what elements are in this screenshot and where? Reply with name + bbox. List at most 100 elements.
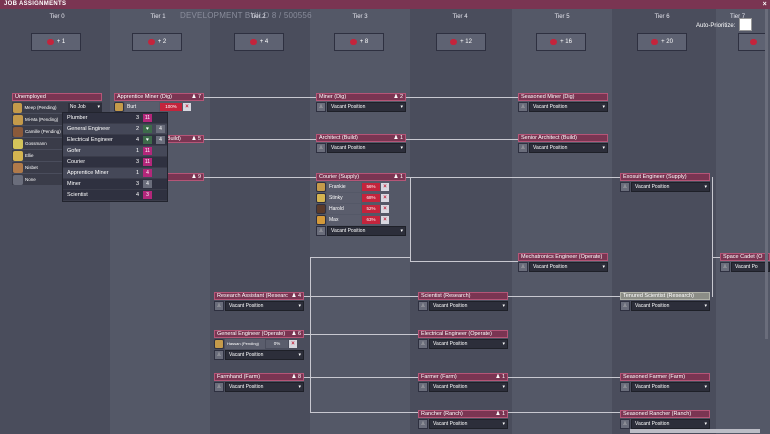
dev-build-label: DEVELOPMENT BUILD 8 / 500556 — [180, 11, 312, 20]
assign-dropdown[interactable]: Vacant Position▾ — [429, 301, 508, 311]
card-title: Unemployed — [12, 93, 102, 101]
card-general-engineer: General Engineer (Operate)♟ 6 Hassan (Pe… — [214, 330, 304, 360]
connector — [508, 412, 620, 413]
tier-column-6 — [612, 9, 716, 434]
chevron-down-icon: ▾ — [704, 421, 707, 427]
job-dropdown[interactable]: No Job▾ — [67, 103, 102, 112]
chevron-down-icon: ▾ — [502, 303, 505, 309]
assign-dropdown[interactable]: Vacant Position▾ — [529, 262, 608, 272]
vacant-row: ♙Vacant Position▾ — [620, 301, 710, 311]
dupe-row[interactable]: Mi-Ma (Pending) — [12, 114, 102, 125]
assign-dropdown[interactable]: Vacant Position▾ — [327, 143, 406, 153]
remove-button[interactable]: × — [289, 340, 297, 348]
chevron-down-icon: ▾ — [400, 145, 403, 151]
assign-dropdown[interactable]: Vacant Position▾ — [225, 301, 304, 311]
position-count: ♟ 1 — [495, 411, 505, 417]
card-miner: Miner (Dig)♟ 2 ♙Vacant Position▾ — [316, 93, 406, 112]
connector — [304, 377, 420, 378]
chevron-down-icon: ▾ — [97, 104, 100, 110]
vacant-row: ♙Vacant Position▾ — [518, 262, 608, 272]
assign-dropdown[interactable]: Vacant Position▾ — [631, 182, 710, 192]
dupe-row[interactable]: Camille (Pending) — [12, 126, 102, 137]
bug-icon — [147, 39, 155, 45]
close-icon[interactable]: × — [762, 1, 767, 8]
card-senior-architect: Senior Architect (Build) ♙Vacant Positio… — [518, 134, 608, 153]
vacant-row: ♙Vacant Position▾ — [316, 226, 406, 236]
card-seasoned-farmer: Seasoned Farmer (Farm) ♙Vacant Position▾ — [620, 373, 710, 392]
dupe-row[interactable]: None — [12, 174, 102, 185]
assign-dropdown[interactable]: Vacant Position▾ — [429, 382, 508, 392]
connector — [712, 177, 713, 257]
connector — [508, 296, 620, 297]
assign-dropdown[interactable]: Vacant Position▾ — [529, 143, 608, 153]
card-title: Apprentice Miner (Dig) — [117, 94, 173, 100]
connector — [410, 261, 518, 262]
remove-button[interactable]: × — [381, 216, 389, 224]
chevron-down-icon: ▾ — [602, 145, 605, 151]
card-research-assistant: Research Assistant (Researc♟ 4 ♙Vacant P… — [214, 292, 304, 311]
tier-column-7 — [716, 9, 770, 434]
chevron-down-icon: ▾ — [298, 384, 301, 390]
remove-button[interactable]: × — [183, 103, 191, 111]
assign-dropdown[interactable]: Vacant Position▾ — [631, 301, 710, 311]
bug-icon — [550, 39, 558, 45]
assign-dropdown[interactable]: Vacant Position▾ — [327, 102, 406, 112]
card-title: Scientist (Research) — [421, 293, 471, 299]
assign-dropdown[interactable]: Vacant Position▾ — [225, 382, 304, 392]
auto-prioritize-checkbox[interactable] — [739, 18, 752, 31]
connector — [204, 139, 316, 140]
dupe-row[interactable]: Meep (Pending)No Job▾ — [12, 102, 102, 113]
chevron-down-icon: ▾ — [704, 384, 707, 390]
assign-dropdown[interactable]: Vacant Position▾ — [631, 382, 710, 392]
dupe-portrait — [316, 193, 326, 203]
assign-dropdown[interactable]: Vacant Position▾ — [429, 419, 508, 429]
dupe-row[interactable]: Gossmann — [12, 138, 102, 149]
vacant-icon: ♙ — [620, 382, 630, 392]
chevron-down-icon: ▾ — [502, 341, 505, 347]
remove-button[interactable]: × — [381, 194, 389, 202]
assign-dropdown[interactable]: Vacant Position▾ — [631, 419, 710, 429]
position-count: ♟ 7 — [191, 94, 201, 100]
tier-label-4: Tier 4 — [452, 14, 468, 20]
assign-dropdown[interactable]: Vacant Position▾ — [327, 226, 406, 236]
position-count: ♟ 9 — [191, 174, 201, 180]
card-title: Tenured Scientist (Research) — [623, 293, 694, 299]
remove-button[interactable]: × — [381, 183, 389, 191]
remove-button[interactable]: × — [381, 205, 389, 213]
card-farmhand: Farmhand (Farm)♟ 8 ♙Vacant Position▾ — [214, 373, 304, 392]
tier-label-5: Tier 5 — [554, 14, 570, 20]
assign-dropdown[interactable]: Vacant Position▾ — [429, 339, 508, 349]
card-title: Exosuit Engineer (Supply) — [623, 174, 687, 180]
dupe-portrait — [13, 162, 23, 173]
vacant-icon: ♙ — [214, 350, 224, 360]
vertical-scrollbar[interactable] — [765, 9, 768, 339]
card-title: Farmer (Farm) — [421, 374, 457, 380]
card-farmer: Farmer (Farm)♟ 1 ♙Vacant Position▾ — [418, 373, 508, 392]
chevron-down-icon: ▾ — [704, 303, 707, 309]
dupe-row[interactable]: Ellie — [12, 150, 102, 161]
card-title: Seasoned Rancher (Ranch) — [623, 411, 692, 417]
dupe-portrait — [316, 182, 326, 192]
card-exosuit-engineer: Exosuit Engineer (Supply) ♙Vacant Positi… — [620, 173, 710, 192]
position-count: ♟ 1 — [393, 174, 403, 180]
assign-dropdown[interactable]: Vacant Position▾ — [529, 102, 608, 112]
card-rancher: Rancher (Ranch)♟ 1 ♙Vacant Position▾ — [418, 410, 508, 429]
chevron-down-icon: ▾ — [704, 184, 707, 190]
horizontal-scrollbar[interactable] — [630, 429, 760, 433]
dupe-row[interactable]: Nisbet — [12, 162, 102, 173]
assign-dropdown[interactable]: Vacant Position▾ — [225, 350, 304, 360]
vacant-row: ♙Vacant Position▾ — [518, 143, 608, 153]
vacant-row: ♙Vacant Position▾ — [518, 102, 608, 112]
chevron-down-icon: ▾ — [400, 104, 403, 110]
window-titlebar: JOB ASSIGNMENTS× — [0, 0, 770, 9]
